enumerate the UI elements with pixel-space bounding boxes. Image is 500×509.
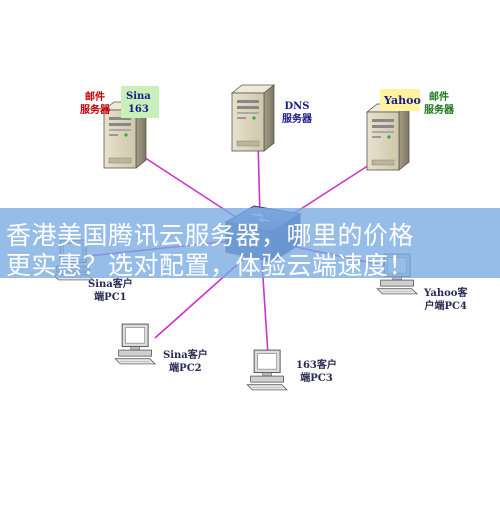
pc4-label-line2: 户端PC4 (424, 301, 467, 312)
pc2-label: Sina客户 端PC2 (163, 349, 208, 375)
pc2-icon (114, 323, 156, 365)
mail-server-label-line2: 服务器 (80, 105, 110, 116)
yahoo-server-label-line1: 邮件 (429, 92, 449, 103)
pc3-icon (246, 349, 288, 391)
pc4-label-line1: Yahoo客 (424, 288, 468, 299)
sina-label: Sina (126, 91, 151, 102)
pc3-label: 163客户 端PC3 (296, 359, 337, 385)
promo-banner: 香港美国腾讯云服务器，哪里的价格 更实惠？选对配置，体验云端速度！ (0, 208, 500, 280)
pc2-label-line2: 端PC2 (169, 363, 202, 374)
mail-server-label-line1: 邮件 (85, 92, 105, 103)
pc3-label-line1: 163客户 (296, 360, 337, 371)
pc1-label: Sina客户 端PC1 (88, 278, 133, 304)
163-label: 163 (127, 104, 149, 115)
promo-banner-line2: 更实惠？选对配置，体验云端速度！ (6, 251, 415, 280)
dns-label-line1: DNS (284, 101, 310, 112)
pc2-label-line1: Sina客户 (163, 350, 208, 361)
promo-banner-line1: 香港美国腾讯云服务器，哪里的价格 (6, 221, 415, 250)
yahoo-server-label: 邮件 服务器 (424, 91, 454, 117)
dns-label-line2: 服务器 (282, 114, 312, 125)
mail-server-label: 邮件 服务器 (80, 91, 110, 117)
dns-server-icon (231, 84, 275, 152)
dns-server-label: DNS 服务器 (282, 100, 312, 126)
yahoo-badge-label: Yahoo (384, 94, 421, 107)
pc1-label-line2: 端PC1 (94, 292, 127, 303)
pc4-label: Yahoo客 户端PC4 (424, 287, 467, 313)
pc3-label-line2: 端PC3 (300, 373, 333, 384)
yahoo-server-icon (366, 103, 410, 171)
yahoo-badge (380, 89, 420, 111)
yahoo-server-label-line2: 服务器 (424, 105, 454, 116)
link-dns-server (257, 139, 261, 219)
sina-163-badge (121, 86, 159, 118)
pc1-label-line1: Sina客户 (88, 279, 133, 290)
sina-163-label: Sina 163 (126, 90, 151, 116)
